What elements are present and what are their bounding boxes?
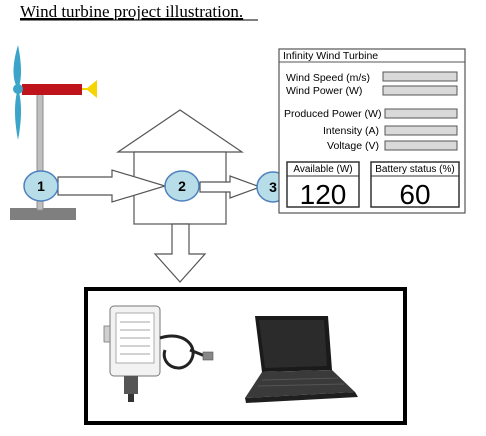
arrow-house-to-panel	[199, 175, 262, 199]
node-1-label: 1	[37, 178, 45, 194]
node-2-label: 2	[178, 178, 186, 194]
wind-power-bar	[382, 85, 458, 96]
battery-box	[370, 161, 460, 208]
blade-top	[13, 45, 21, 89]
voltage-label: Voltage (V)	[327, 140, 379, 152]
data-logger-icon	[103, 305, 214, 402]
turbine-tail	[86, 80, 97, 98]
node-3-label: 3	[269, 179, 277, 195]
intensity-bar	[384, 125, 458, 136]
laptop-icon	[245, 316, 358, 403]
diagram-title: Wind turbine project illustration.	[20, 2, 243, 21]
node-2: 2	[164, 170, 200, 202]
available-box	[286, 161, 360, 208]
blade-bottom	[15, 89, 21, 140]
available-label: Available (W)	[293, 164, 352, 175]
wind-power-label: Wind Power (W)	[286, 85, 362, 97]
turbine-nacelle	[22, 84, 82, 95]
node-1: 1	[23, 170, 59, 202]
available-value: 120	[300, 179, 347, 210]
wind-speed-bar	[382, 71, 458, 82]
intensity-label: Intensity (A)	[323, 125, 379, 137]
produced-power-bar	[384, 108, 458, 119]
panel-title: Infinity Wind Turbine	[283, 50, 378, 62]
wind-turbine-icon	[10, 45, 97, 220]
monitoring-panel: Infinity Wind Turbine Wind Speed (m/s) W…	[278, 48, 466, 214]
produced-power-label: Produced Power (W)	[284, 108, 381, 120]
battery-label: Battery status (%)	[375, 164, 454, 175]
arrow-house-to-devices	[153, 223, 207, 283]
wind-speed-label: Wind Speed (m/s)	[286, 72, 370, 84]
house-icon	[116, 109, 244, 225]
arrow-turbine-to-house	[57, 169, 168, 203]
turbine-base	[10, 208, 76, 220]
battery-value: 60	[399, 179, 430, 210]
rotor-hub	[13, 84, 23, 94]
house-roof	[116, 109, 244, 153]
voltage-bar	[384, 140, 458, 151]
